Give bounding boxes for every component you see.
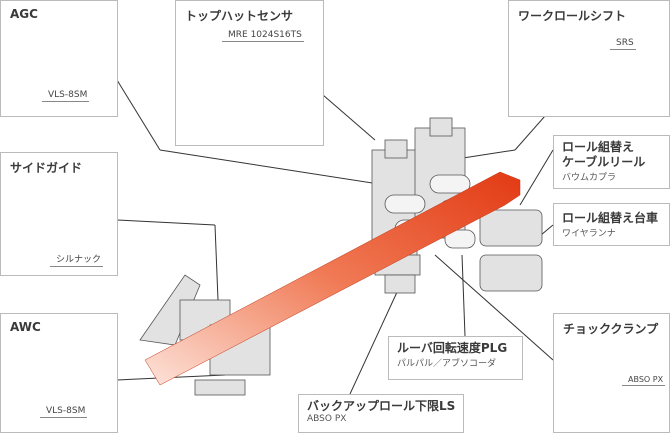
callout-chock-clamp: チョッククランプ	[553, 313, 670, 433]
top-hat-title: トップハットセンサ	[185, 9, 294, 23]
work-roll-shift-title: ワークロールシフト	[518, 9, 627, 23]
callout-side-guide: サイドガイド	[0, 152, 118, 276]
callout-awc: AWC	[0, 313, 118, 433]
cable-reel-title-1: ロール組替え	[562, 140, 635, 154]
leader-lines	[116, 79, 554, 395]
cable-reel-sensor: バウムカプラ	[562, 173, 617, 183]
callout-work-roll-shift: ワークロールシフト	[508, 0, 670, 117]
agc-title: AGC	[10, 7, 38, 21]
awc-sensor-label: VLS-8SM	[40, 406, 88, 418]
work-roll-shift-sensor-label: SRS	[610, 38, 636, 50]
side-guide-sensor-label: シルナック	[50, 252, 104, 267]
roll-cart-sensor: ワイヤランナ	[562, 229, 616, 239]
roll-cart-title: ロール組替え台車	[562, 211, 659, 225]
chock-clamp-sensor-label: ABSO PX	[622, 375, 666, 386]
backup-roll-sensor: ABSO PX	[307, 414, 347, 424]
callout-agc: AGC	[0, 0, 118, 117]
awc-title: AWC	[10, 320, 41, 334]
callout-roll-cart: ロール組替え台車 ワイヤランナ	[553, 203, 670, 246]
steel-strip	[144, 171, 521, 386]
callout-looper-plg: ルーバ回転速度PLG パルパル／アブソコーダ	[388, 336, 523, 380]
cable-reel-title-2: ケーブルリール	[562, 155, 646, 169]
callout-cable-reel: ロール組替え ケーブルリール バウムカプラ	[553, 135, 670, 189]
top-hat-sensor-label: MRE 1024S16TS	[222, 30, 304, 42]
side-guide-title: サイドガイド	[10, 161, 83, 175]
looper-sensor: パルパル／アブソコーダ	[397, 359, 497, 369]
callout-backup-roll-ls: バックアップロール下限LS ABSO PX	[298, 394, 464, 433]
callout-top-hat-sensor: トップハットセンサ	[175, 0, 324, 146]
chock-clamp-title: チョッククランプ	[563, 322, 659, 336]
looper-title: ルーバ回転速度PLG	[397, 341, 508, 355]
backup-roll-title: バックアップロール下限LS	[307, 399, 456, 413]
agc-sensor-label: VLS-8SM	[42, 90, 90, 102]
